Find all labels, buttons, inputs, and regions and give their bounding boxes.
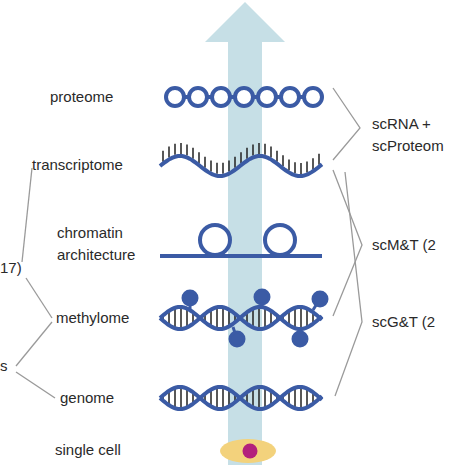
cell-body bbox=[220, 439, 276, 463]
method-label: 17) bbox=[0, 257, 30, 279]
layer-label: genome bbox=[60, 387, 160, 409]
left-leader-lines bbox=[16, 168, 55, 398]
methyl-groups bbox=[183, 290, 327, 346]
method-brackets bbox=[333, 88, 362, 396]
layer-label: chromatin architecture bbox=[57, 222, 167, 266]
method-label: scRNA + scProteom bbox=[372, 113, 472, 157]
method-label: scG&T (2 bbox=[372, 311, 474, 333]
layer-label: transcriptome bbox=[32, 154, 152, 176]
layer-label: single cell bbox=[55, 439, 155, 461]
methylated-dna bbox=[160, 290, 327, 346]
rna-strand bbox=[160, 143, 322, 176]
method-label: s bbox=[0, 355, 14, 377]
chromatin-loops bbox=[160, 225, 322, 256]
method-label: scM&T (2 bbox=[372, 234, 474, 256]
cell-nucleus bbox=[243, 444, 258, 459]
protein-chain bbox=[166, 88, 322, 106]
layer-label: methylome bbox=[56, 307, 166, 329]
dna-helix bbox=[160, 387, 322, 409]
layer-label: proteome bbox=[50, 86, 140, 108]
